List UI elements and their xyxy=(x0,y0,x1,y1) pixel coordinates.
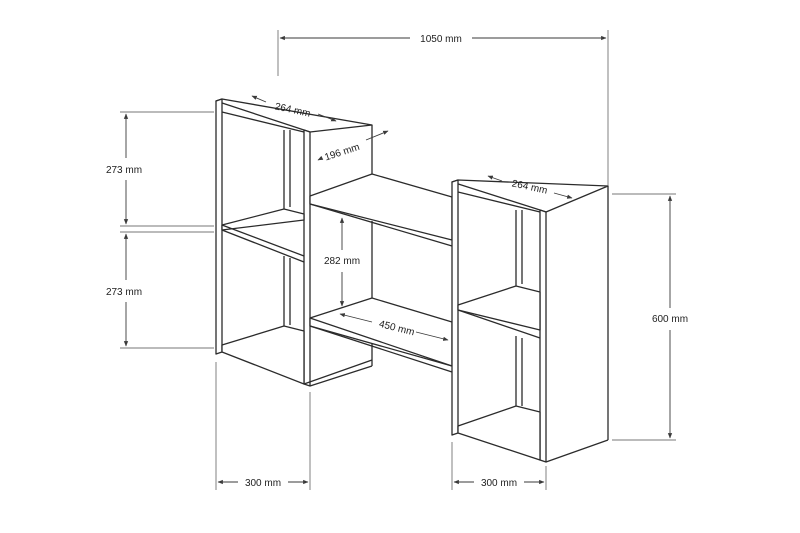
right-height-label: 600 mm xyxy=(652,314,688,325)
dim-overall-width: 1050 mm xyxy=(277,30,609,186)
overall-width-label: 1050 mm xyxy=(420,34,462,45)
dim-left-heights: 273 mm 273 mm xyxy=(106,111,214,349)
right-shelf-unit xyxy=(451,179,609,463)
dim-middle-depth: 196 mm xyxy=(317,130,389,164)
left-shelf-unit xyxy=(215,98,373,387)
dim-middle-height: 282 mm xyxy=(324,217,360,307)
dim-right-height: 600 mm xyxy=(612,193,688,441)
middle-shelf-unit xyxy=(309,173,453,373)
middle-depth-label: 196 mm xyxy=(323,142,361,164)
middle-height-label: 282 mm xyxy=(324,256,360,267)
right-width-label: 300 mm xyxy=(481,478,517,489)
left-upper-height-label: 273 mm xyxy=(106,165,142,176)
dim-bottom-widths: 300 mm 300 mm xyxy=(215,362,547,490)
left-width-label: 300 mm xyxy=(245,478,281,489)
left-lower-height-label: 273 mm xyxy=(106,287,142,298)
